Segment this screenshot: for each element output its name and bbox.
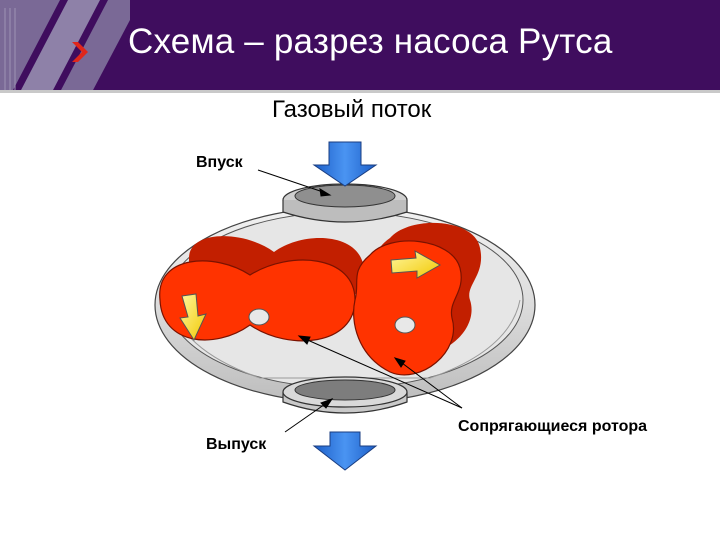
outlet-label: Выпуск <box>206 436 267 453</box>
leader-lines <box>257 169 463 433</box>
arrow-down-icon <box>312 431 378 471</box>
header-divider <box>0 90 720 93</box>
slide-title: Схема – разрез насоса Рутса <box>128 22 613 61</box>
arrow-right-icon <box>390 250 442 279</box>
rotors-label: Сопрягающиеся ротора <box>458 418 648 435</box>
header-bar: Схема – разрез насоса Рутса <box>0 0 720 93</box>
inlet-label: Впуск <box>196 154 243 171</box>
arrow-down-icon <box>312 141 378 187</box>
right-rotor <box>353 222 482 376</box>
left-rotor <box>159 236 364 342</box>
header-stripes-decoration <box>0 0 130 92</box>
inlet-port <box>282 183 408 223</box>
gas-flow-label: Газовый поток <box>272 96 432 123</box>
outlet-port <box>282 376 408 414</box>
chevron-right-icon <box>72 42 88 62</box>
arrow-down-icon <box>179 293 207 342</box>
